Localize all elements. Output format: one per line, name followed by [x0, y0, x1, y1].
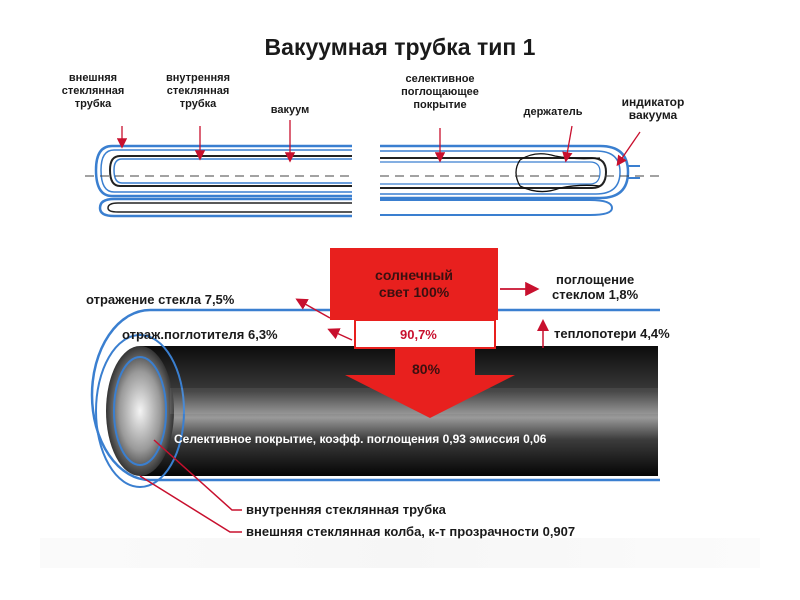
diagram-title: Вакуумная трубка тип 1: [264, 34, 536, 60]
label-heat-loss: теплопотери 4,4%: [554, 326, 670, 341]
label-inner-tube: внутренняя стеклянная трубка: [165, 72, 230, 110]
label-bottom-inner-tube: внутренняя стеклянная трубка: [246, 502, 446, 517]
label-selective-coating: селективное поглощающее покрытие: [401, 73, 479, 111]
label-transmitted: 90,7%: [400, 327, 437, 342]
label-absorbed: 80%: [412, 361, 441, 377]
label-bottom-outer-bulb: внешняя стеклянная колба, к-т прозрачнос…: [246, 524, 576, 539]
top-tube-right: [380, 144, 660, 216]
sunlight-box: солнечный свет 100%: [330, 248, 498, 320]
label-absorber-reflection: отраж.поглотителя 6,3%: [122, 327, 278, 342]
top-pointers: [116, 120, 641, 167]
label-glass-absorption: поглощение стеклом 1,8%: [552, 272, 639, 302]
label-outer-tube: внешняя стеклянная трубка: [61, 72, 125, 110]
label-glass-reflection: отражение стекла 7,5%: [86, 292, 235, 307]
label-vacuum: вакуум: [270, 104, 310, 116]
faded-artifact: [40, 538, 760, 568]
energy-arrows: [295, 281, 549, 418]
sunlight-label: солнечный свет 100%: [375, 267, 453, 300]
top-tube-left: [85, 144, 352, 218]
coating-caption: Селективное покрытие, коэфф. поглощения …: [174, 432, 547, 446]
label-vacuum-indicator: индикатор вакуума: [621, 95, 685, 122]
bottom-pointers: [139, 439, 242, 533]
label-holder: держатель: [523, 106, 583, 118]
